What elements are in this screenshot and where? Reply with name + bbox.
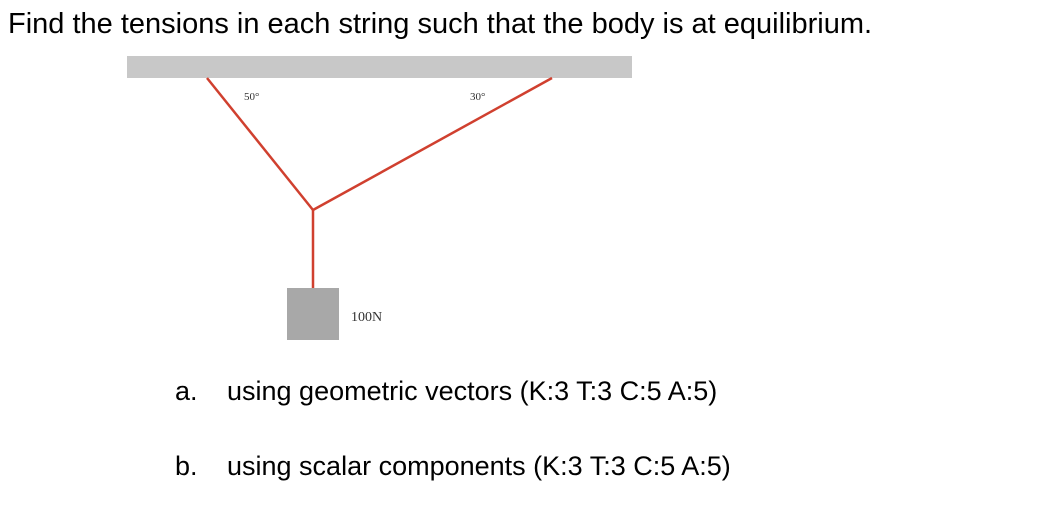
weight-block (287, 288, 339, 340)
weight-label: 100N (351, 310, 382, 325)
question-title: Find the tensions in each string such th… (8, 8, 873, 40)
right-angle-label: 30° (470, 91, 485, 103)
sub-question-b-text: using scalar components (K:3 T:3 C:5 A:5… (227, 451, 731, 481)
sub-question-b-marker: b. (175, 451, 198, 481)
sub-question-b: b. using scalar components (K:3 T:3 C:5 A… (175, 449, 731, 483)
right-string (312, 76, 553, 212)
left-string (206, 77, 314, 211)
sub-question-a-marker: a. (175, 376, 198, 406)
left-angle-label: 50° (244, 91, 259, 103)
sub-question-a-text: using geometric vectors (K:3 T:3 C:5 A:5… (227, 376, 718, 406)
ceiling-bar (127, 56, 632, 78)
sub-question-a: a. using geometric vectors (K:3 T:3 C:5 A… (175, 374, 717, 408)
